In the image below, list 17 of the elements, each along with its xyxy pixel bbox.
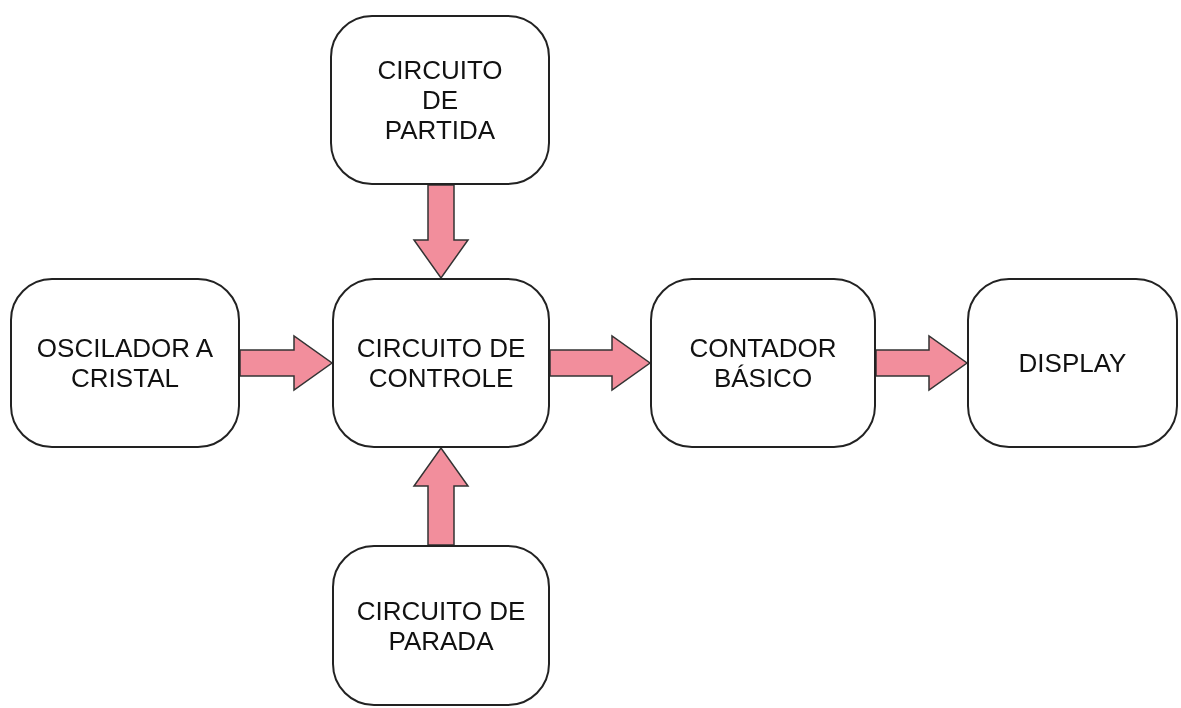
- box-label: CIRCUITO DE PARTIDA: [376, 55, 504, 145]
- block-arrow: [412, 184, 470, 280]
- box-label: CONTADOR BÁSICO: [688, 333, 838, 393]
- block-arrow: [549, 334, 652, 392]
- box-label: DISPLAY: [1018, 348, 1127, 378]
- box-label: OSCILADOR A CRISTAL: [35, 333, 215, 393]
- box-label: CIRCUITO DE PARADA: [355, 595, 527, 656]
- box-label: CIRCUITO DE CONTROLE: [355, 333, 527, 393]
- rounded-box: [650, 278, 876, 448]
- rounded-box: [10, 278, 240, 448]
- rounded-box: [332, 545, 550, 706]
- rounded-box: [330, 15, 550, 185]
- block-arrow: [239, 334, 334, 392]
- rounded-box: [332, 278, 550, 448]
- block-arrow: [412, 446, 470, 546]
- rounded-box: [967, 278, 1178, 448]
- block-arrow: [875, 334, 969, 392]
